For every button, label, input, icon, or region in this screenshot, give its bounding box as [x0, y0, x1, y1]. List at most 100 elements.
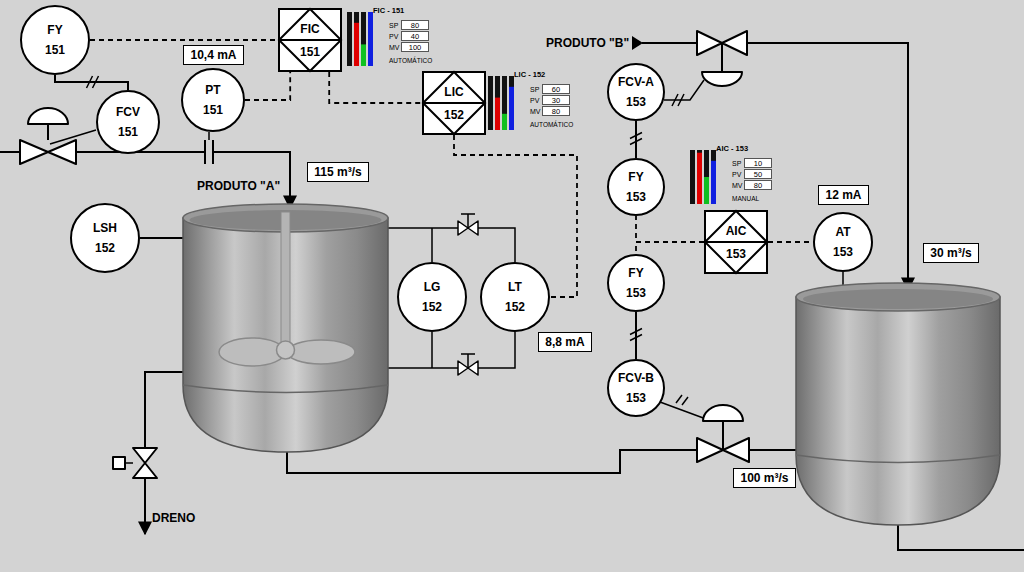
symbol-outline	[278, 8, 342, 72]
faceplate-key: PV	[530, 97, 539, 104]
faceplate-key: MV	[530, 108, 541, 115]
controller-symbol: AIC 153	[704, 210, 768, 274]
instrument-tag: PT	[205, 83, 220, 97]
faceplate-value: 60	[542, 84, 570, 94]
value-text: 115 m³/s	[314, 165, 361, 179]
instrument-tag: LG	[424, 280, 441, 294]
instrument-tag: FCV	[116, 105, 140, 119]
pneumatic-signal	[635, 312, 637, 359]
faceplate-title: FIC - 151	[373, 7, 404, 15]
instrument-bubble: AT 153	[813, 212, 873, 272]
instrument-tag: FCV-B	[618, 371, 654, 385]
faceplate-value: 30	[542, 95, 570, 105]
faceplate-key: MV	[389, 44, 400, 51]
symbol-outline	[704, 210, 768, 274]
instrument-tag: FY	[47, 23, 62, 37]
instrument-bubble: LG 152	[397, 262, 467, 332]
electric-signal	[636, 216, 704, 242]
faceplate-key: SP	[732, 160, 741, 167]
pneumatic-signal	[635, 121, 637, 158]
instrument-tag: AT	[835, 225, 850, 239]
value-text: 10,4 mA	[190, 48, 236, 62]
instrument-tag: LSH	[93, 221, 117, 235]
value-box: 115 m³/s	[307, 162, 369, 182]
electric-signal	[245, 72, 290, 100]
faceplate-value: 80	[401, 20, 429, 30]
value-text: 30 m³/s	[930, 246, 971, 260]
loop-number: 153	[626, 95, 646, 109]
symbol-outline	[607, 158, 665, 216]
instrument-tag: FY	[628, 266, 643, 280]
symbol-outline	[70, 203, 140, 273]
faceplate-value: 40	[401, 31, 429, 41]
pneumatic-signal	[55, 75, 128, 90]
faceplate-mode: AUTOMÁTICO	[389, 58, 432, 65]
loop-number: 151	[300, 45, 320, 59]
controller-symbol: LIC 152	[422, 71, 486, 135]
loop-number: 152	[444, 108, 464, 122]
loop-number: 151	[203, 103, 223, 117]
faceplate-value: 80	[744, 180, 772, 190]
instrument-tag: FIC	[300, 22, 319, 36]
faceplate-mode: AUTOMÁTICO	[530, 122, 573, 129]
pneumatic-mark	[630, 133, 642, 145]
pneumatic-mark	[87, 76, 99, 88]
stream-label: PRODUTO "A"	[197, 180, 280, 192]
instrument-bubble: FCV-B153	[607, 359, 665, 417]
instrument-tag: FCV-A	[618, 75, 654, 89]
loop-number: 151	[45, 43, 65, 57]
loop-number: 153	[626, 286, 646, 300]
symbol-outline	[181, 68, 245, 132]
loop-number: 152	[95, 241, 115, 255]
faceplate-key: SP	[530, 86, 539, 93]
controller-symbol: FIC 151	[278, 8, 342, 72]
symbol-outline	[96, 90, 160, 154]
value-box: 8,8 mA	[538, 332, 592, 352]
loop-number: 151	[118, 125, 138, 139]
instrument-bubble: FCV 151	[96, 90, 160, 154]
instrument-bubble: FY 153	[607, 254, 665, 312]
electric-signal	[90, 39, 278, 41]
faceplate-key: PV	[389, 33, 398, 40]
instrument-bubble: PT 151	[181, 68, 245, 132]
value-text: 12 mA	[825, 188, 861, 202]
electric-signal	[768, 241, 813, 243]
value-text: 8,8 mA	[545, 335, 584, 349]
symbol-outline	[607, 63, 665, 121]
instrument-bubble: FCV-A 153	[607, 63, 665, 121]
faceplate-key: MV	[732, 182, 743, 189]
loop-number: 152	[422, 300, 442, 314]
pneumatic-mark	[630, 329, 642, 341]
instrument-bubble: FY 151	[20, 5, 90, 75]
faceplate-mode: MANUAL	[732, 196, 759, 203]
symbol-outline	[813, 212, 873, 272]
value-box: 100 m³/s	[733, 468, 796, 488]
instrument-tag: LIC	[444, 85, 463, 99]
electric-signal	[636, 242, 704, 254]
stream-label: PRODUTO "B"	[546, 37, 629, 49]
instrument-tag: FY	[628, 170, 643, 184]
loop-number: 153	[726, 247, 746, 261]
instrument-tag: LT	[508, 280, 522, 294]
value-text: 100 m³/s	[740, 471, 788, 485]
loop-number: 153	[833, 245, 853, 259]
faceplate-value: 10	[744, 158, 772, 168]
symbol-outline	[607, 254, 665, 312]
loop-number: 152	[505, 300, 525, 314]
value-box: 30 m³/s	[923, 243, 979, 263]
value-box: 12 mA	[818, 185, 869, 205]
faceplate-title: LIC - 152	[514, 71, 545, 79]
symbol-outline	[397, 262, 467, 332]
electric-signal	[329, 72, 422, 103]
faceplate-key: PV	[732, 171, 741, 178]
faceplate-key: SP	[389, 22, 398, 29]
faceplate-title: AIC - 153	[716, 145, 748, 153]
instrument-tag: AIC	[726, 224, 747, 238]
faceplate-value: 80	[542, 106, 570, 116]
faceplate-value: 100	[401, 42, 429, 52]
symbol-outline	[20, 5, 90, 75]
loop-number: 153	[626, 190, 646, 204]
symbol-outline	[422, 71, 486, 135]
value-box: 10,4 mA	[183, 45, 244, 65]
instrument-bubble: LT 152	[480, 262, 550, 332]
